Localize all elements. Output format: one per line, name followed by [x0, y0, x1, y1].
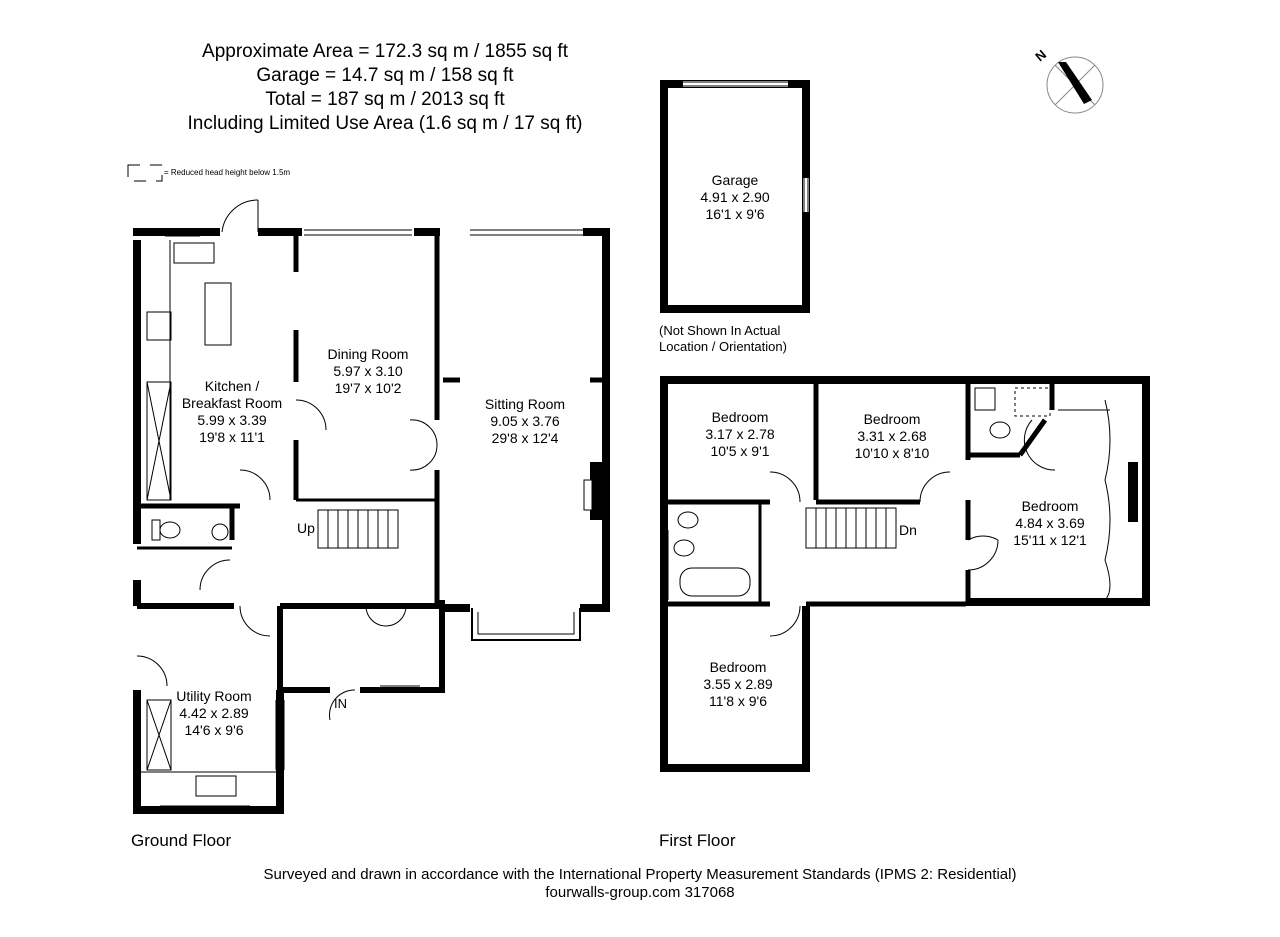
footer-reference: fourwalls-group.com 317068 [545, 884, 735, 901]
garage-name: Garage [711, 172, 759, 188]
first-floor-plan [660, 376, 1150, 772]
bedroom-4-imperial: 11'8 x 9'6 [708, 693, 768, 709]
dining-room-label: Dining Room 5.97 x 3.10 19'7 x 10'2 [318, 346, 418, 397]
entrance-label: IN [334, 696, 347, 711]
kitchen-label: Kitchen / Breakfast Room 5.99 x 3.39 19'… [172, 378, 292, 446]
garage-note-line-1: (Not Shown In Actual [659, 323, 781, 338]
bedroom-1-label: Bedroom 3.17 x 2.78 10'5 x 9'1 [690, 409, 790, 460]
footer: Surveyed and drawn in accordance with th… [140, 866, 1140, 902]
bedroom-3-metric: 4.84 x 3.69 [1015, 515, 1085, 531]
kitchen-imperial: 19'8 x 11'1 [199, 429, 265, 445]
garage-imperial: 16'1 x 9'6 [705, 206, 765, 222]
area-line-3: Total = 187 sq m / 2013 sq ft [265, 89, 505, 110]
area-line-2: Garage = 14.7 sq m / 158 sq ft [256, 65, 514, 86]
utility-metric: 4.42 x 2.89 [179, 705, 249, 721]
compass-icon [1046, 56, 1104, 114]
bedroom-2-label: Bedroom 3.31 x 2.68 10'10 x 8'10 [842, 411, 942, 462]
bedroom-3-label: Bedroom 4.84 x 3.69 15'11 x 12'1 [1000, 498, 1100, 549]
bedroom-1-metric: 3.17 x 2.78 [705, 426, 775, 442]
garage-note-line-2: Location / Orientation) [659, 339, 787, 354]
garage-plan [660, 80, 810, 313]
stairs-up-label: Up [297, 520, 315, 536]
bedroom-2-imperial: 10'10 x 8'10 [854, 445, 930, 461]
sitting-imperial: 29'8 x 12'4 [491, 430, 559, 446]
bedroom-3-name: Bedroom [1021, 498, 1079, 514]
bedroom-2-metric: 3.31 x 2.68 [857, 428, 927, 444]
bedroom-3-imperial: 15'11 x 12'1 [1013, 532, 1087, 548]
utility-room-label: Utility Room 4.42 x 2.89 14'6 x 9'6 [160, 688, 268, 739]
bedroom-4-name: Bedroom [709, 659, 767, 675]
utility-name: Utility Room [176, 688, 252, 704]
bedroom-4-metric: 3.55 x 2.89 [703, 676, 773, 692]
kitchen-metric: 5.99 x 3.39 [197, 412, 267, 428]
sitting-room-label: Sitting Room 9.05 x 3.76 29'8 x 12'4 [470, 396, 580, 447]
ground-floor-plan [133, 199, 610, 814]
garage-label: Garage 4.91 x 2.90 16'1 x 9'6 [685, 172, 785, 223]
area-line-4: Including Limited Use Area (1.6 sq m / 1… [187, 113, 583, 134]
stairs-down-label: Dn [899, 522, 917, 538]
ground-floor-label: Ground Floor [131, 831, 232, 850]
dining-name: Dining Room [327, 346, 409, 362]
bedroom-4-label: Bedroom 3.55 x 2.89 11'8 x 9'6 [688, 659, 788, 710]
garage-note: (Not Shown In Actual Location / Orientat… [659, 323, 787, 355]
bedroom-2-name: Bedroom [863, 411, 921, 427]
area-line-1: Approximate Area = 172.3 sq m / 1855 sq … [202, 41, 568, 62]
sitting-metric: 9.05 x 3.76 [490, 413, 560, 429]
kitchen-name-2: Breakfast Room [181, 395, 283, 411]
first-floor-label: First Floor [659, 831, 736, 850]
footer-standards: Surveyed and drawn in accordance with th… [263, 866, 1017, 883]
sitting-name: Sitting Room [484, 396, 566, 412]
dining-imperial: 19'7 x 10'2 [334, 380, 402, 396]
utility-imperial: 14'6 x 9'6 [184, 722, 244, 738]
legend-swatch [127, 164, 163, 182]
garage-metric: 4.91 x 2.90 [700, 189, 770, 205]
legend-text: = Reduced head height below 1.5m [164, 168, 291, 177]
dining-metric: 5.97 x 3.10 [333, 363, 403, 379]
area-summary: Approximate Area = 172.3 sq m / 1855 sq … [160, 40, 610, 136]
bedroom-1-name: Bedroom [711, 409, 769, 425]
bedroom-1-imperial: 10'5 x 9'1 [710, 443, 770, 459]
kitchen-name-1: Kitchen / [204, 378, 260, 394]
